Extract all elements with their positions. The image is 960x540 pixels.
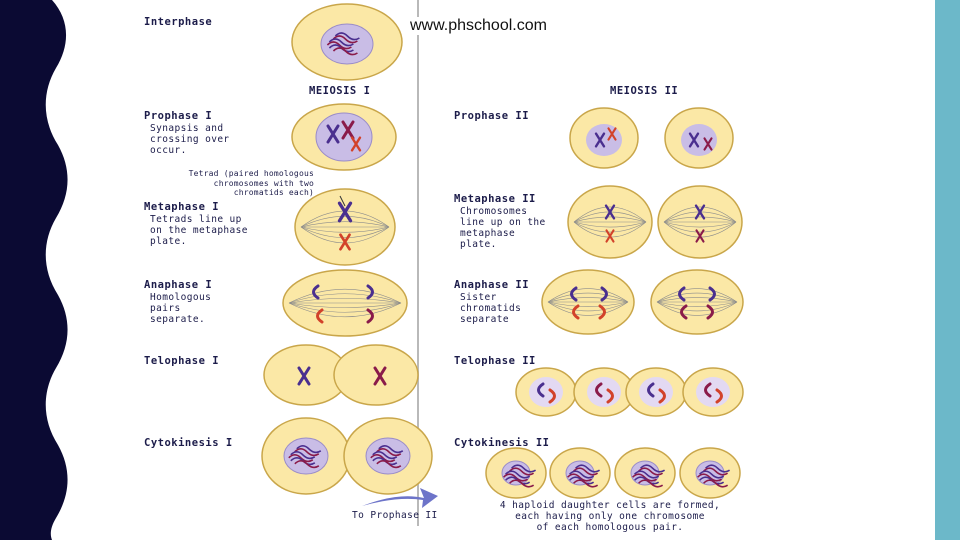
label-prophase-i: Prophase I [144, 110, 213, 122]
daughter-cell-4 [679, 447, 741, 499]
desc-prophase-i: Synapsis and crossing over occur. [150, 123, 230, 156]
cell-cytokinesis-i-left [261, 417, 351, 495]
label-to-prophase-ii: To Prophase II [352, 510, 438, 521]
label-cytokinesis-i: Cytokinesis I [144, 437, 233, 449]
result-caption: 4 haploid daughter cells are formed, eac… [499, 500, 721, 533]
label-prophase-ii: Prophase II [454, 110, 530, 122]
daughter-cell-3 [614, 447, 676, 499]
label-interphase: Interphase [144, 16, 213, 28]
wavy-left-border [0, 0, 70, 540]
cell-prophase-i [291, 103, 397, 171]
cell-telophase-ii-4 [682, 367, 744, 417]
label-telophase-i: Telophase I [144, 355, 220, 367]
label-telophase-ii: Telophase II [454, 355, 536, 367]
label-cytokinesis-ii: Cytokinesis II [454, 437, 550, 449]
cell-prophase-ii-right [664, 107, 734, 169]
cell-anaphase-i [282, 269, 408, 337]
column-title-meiosis-i: MEIOSIS I [309, 85, 371, 97]
cell-telophase-ii-1 [515, 367, 577, 417]
column-title-meiosis-ii: MEIOSIS II [610, 85, 679, 97]
watermark-url: www.phschool.com [408, 17, 549, 35]
right-accent-bar [935, 0, 960, 540]
desc-metaphase-i: Tetrads line up on the metaphase plate. [150, 214, 248, 247]
arrow-to-prophase-ii [362, 488, 438, 508]
cell-prophase-ii-left [569, 107, 639, 169]
cell-anaphase-ii-left [541, 269, 635, 335]
tetrad-pointer [339, 195, 346, 207]
cell-cytokinesis-i-right [343, 417, 433, 495]
cell-metaphase-i [294, 188, 396, 266]
daughter-cell-2 [549, 447, 611, 499]
daughter-cell-1 [485, 447, 547, 499]
desc-anaphase-i: Homologous pairs separate. [150, 292, 212, 325]
cell-metaphase-ii-left [567, 185, 653, 259]
cell-telophase-ii-3 [625, 367, 687, 417]
cell-interphase [291, 3, 403, 81]
label-metaphase-ii: Metaphase II [454, 193, 536, 205]
cell-telophase-i-right [333, 344, 419, 406]
desc-anaphase-ii: Sister chromatids separate [460, 292, 522, 325]
desc-metaphase-ii: Chromosomes line up on the metaphase pla… [460, 206, 546, 250]
label-anaphase-ii: Anaphase II [454, 279, 530, 291]
label-anaphase-i: Anaphase I [144, 279, 213, 291]
cell-telophase-ii-2 [573, 367, 635, 417]
note-tetrad: Tetrad (paired homologous chromosomes wi… [188, 169, 314, 197]
cell-metaphase-ii-right [657, 185, 743, 259]
label-metaphase-i: Metaphase I [144, 201, 220, 213]
cell-anaphase-ii-right [650, 269, 744, 335]
